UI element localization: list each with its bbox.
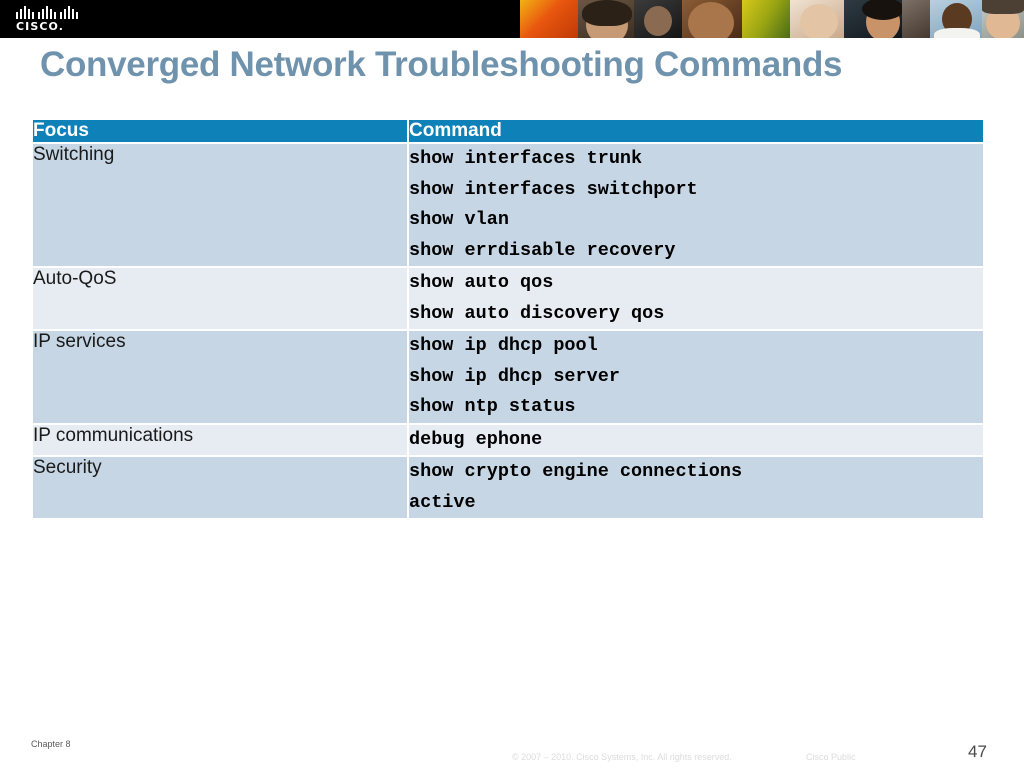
table-row: Security show crypto engine connections … (33, 457, 983, 518)
focus-label: IP communications (33, 424, 407, 455)
photo-tile (520, 0, 578, 38)
photo-tile (578, 0, 634, 38)
photo-tile (790, 0, 844, 38)
photo-strip (520, 0, 1024, 38)
table-row: IP services show ip dhcp pool show ip dh… (33, 331, 983, 423)
photo-tile (682, 0, 742, 38)
page-number: 47 (968, 742, 987, 761)
focus-label: IP services (33, 331, 407, 423)
table-row: Switching show interfaces trunk show int… (33, 144, 983, 266)
command-list: show auto qos show auto discovery qos (409, 268, 983, 329)
focus-label: Switching (33, 144, 407, 266)
cisco-wordmark: CISCO. (16, 20, 65, 33)
footer-chapter: Chapter 8 (31, 739, 71, 749)
table-row: Auto-QoS show auto qos show auto discove… (33, 268, 983, 329)
focus-label: Security (33, 457, 407, 518)
photo-tile (742, 0, 790, 38)
cisco-logo-bars (16, 6, 78, 19)
photo-tile (634, 0, 682, 38)
command-list: show crypto engine connections active (409, 457, 983, 518)
footer-classification: Cisco Public (806, 752, 856, 762)
command-list: show ip dhcp pool show ip dhcp server sh… (409, 331, 983, 423)
command-list: show interfaces trunk show interfaces sw… (409, 144, 983, 266)
cisco-logo: CISCO. (16, 6, 80, 33)
photo-tile (844, 0, 902, 38)
table-header-row: Focus Command (33, 120, 983, 142)
photo-tile (930, 0, 982, 38)
footer-copyright: © 2007 – 2010. Cisco Systems, Inc. All r… (512, 752, 732, 762)
photo-tile (902, 0, 930, 38)
troubleshooting-commands-table: Focus Command Switching show interfaces … (31, 118, 985, 520)
command-list: debug ephone (409, 424, 983, 455)
top-banner: CISCO. (0, 0, 1024, 38)
focus-label: Auto-QoS (33, 268, 407, 329)
page-title: Converged Network Troubleshooting Comman… (40, 45, 843, 84)
photo-tile (982, 0, 1024, 38)
column-header-focus: Focus (33, 120, 407, 142)
table-row: IP communications debug ephone (33, 424, 983, 455)
column-header-command: Command (409, 120, 983, 142)
